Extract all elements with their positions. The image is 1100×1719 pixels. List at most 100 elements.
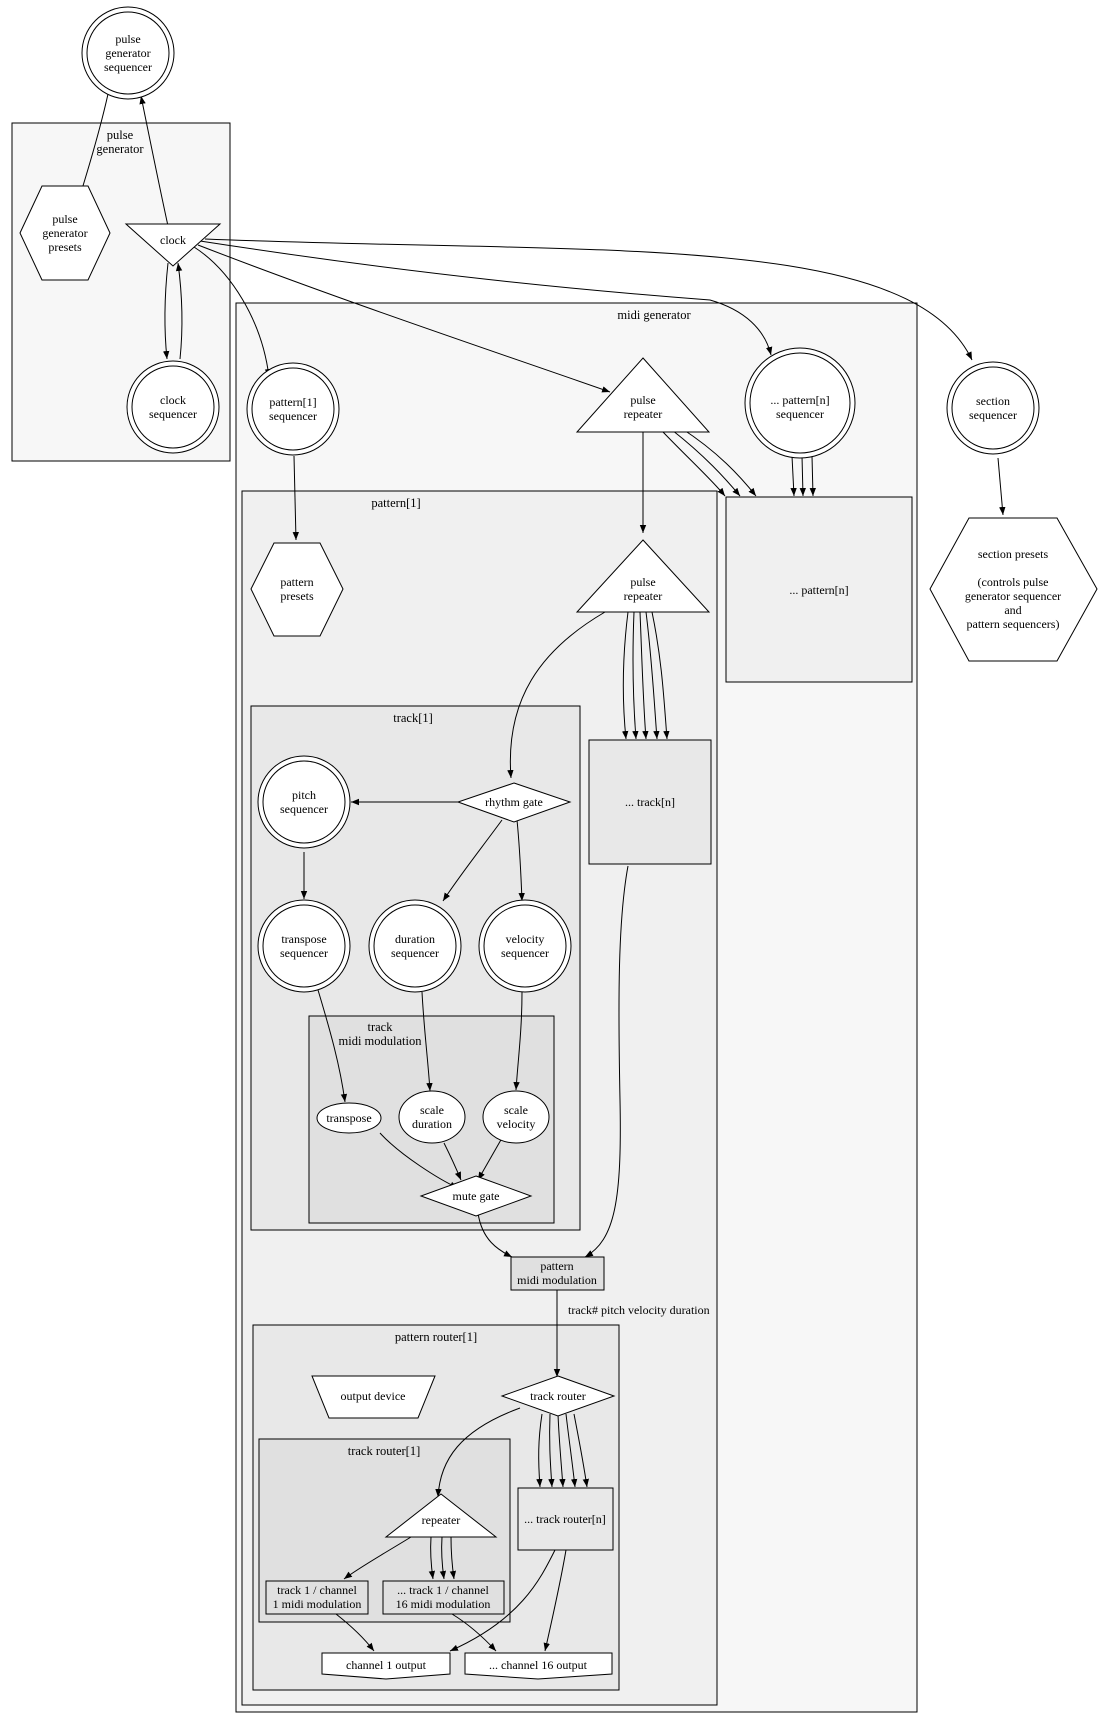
node-label-clock: clock	[160, 233, 186, 247]
cluster-label-track-router-1: track router[1]	[348, 1444, 421, 1458]
edge-channel16mod-to-channel16output	[451, 1613, 497, 1652]
edge-pattern1seq-to-patternpresets	[292, 455, 300, 541]
node-label-channel-16-output: ... channel 16 output	[489, 1658, 588, 1672]
edge-clock-to-pgseq	[139, 95, 169, 227]
node-label-pattern-n: ... pattern[n]	[789, 583, 848, 597]
edge-transposeseq-to-transpose	[317, 989, 348, 1103]
edge-inner-to-trackn-2	[632, 611, 639, 740]
edge-trackrouter-to-trackroutern-5	[573, 1413, 589, 1488]
edge-label-track-pitch-velocity-duration: track# pitch velocity duration	[568, 1303, 710, 1317]
edge-patternnseq-to-patternn-1	[790, 455, 797, 497]
edge-inner-to-trackn-5	[651, 611, 670, 740]
edge-repeater-to-channel16mod-3	[449, 1536, 457, 1580]
node-channel-1-output[interactable]: channel 1 output	[321, 1652, 451, 1680]
edge-clockseq-to-clock	[175, 262, 183, 360]
edge-clock-to-clockseq	[162, 262, 170, 360]
node-track-router[interactable]: track router	[500, 1375, 616, 1417]
node-transpose[interactable]: transpose	[316, 1102, 382, 1134]
edge-rhythmgate-to-durationseq	[442, 819, 503, 902]
edge-trackroutern-to-channel16output	[543, 1549, 567, 1652]
node-track-n[interactable]: ... track[n]	[588, 739, 712, 865]
edge-channel1mod-to-channel1output	[335, 1613, 375, 1652]
node-mute-gate[interactable]: mute gate	[419, 1175, 533, 1217]
node-pattern-n[interactable]: ... pattern[n]	[725, 496, 913, 683]
node-repeater[interactable]: repeater	[384, 1493, 498, 1538]
edge-repeater-to-channel16mod-1	[428, 1536, 436, 1580]
edge-patternnseq-to-patternn-3	[809, 455, 816, 497]
edge-clock-to-sectionseq	[204, 238, 973, 361]
edge-trackrouter-to-trackroutern-4	[565, 1413, 578, 1488]
edge-trackrouter-to-repeater	[435, 1407, 521, 1498]
node-channel-16-output[interactable]: ... channel 16 output	[464, 1652, 613, 1680]
node-label-channel-1-output: channel 1 output	[346, 1658, 427, 1672]
node-output-device[interactable]: output device	[311, 1375, 436, 1419]
node-label-transpose: transpose	[326, 1111, 371, 1125]
node-label-repeater: repeater	[422, 1513, 461, 1527]
edge-repeater-to-channel1mod	[343, 1536, 412, 1580]
node-track-router-n[interactable]: ... track router[n]	[517, 1487, 614, 1551]
edge-inner-to-trackn-3	[639, 611, 649, 740]
edge-durationseq-to-scaleduration	[421, 991, 433, 1092]
edge-clock-to-pulserepeater	[197, 244, 611, 393]
node-rhythm-gate[interactable]: rhythm gate	[456, 782, 572, 823]
edge-clock-to-pattern1seq	[193, 246, 272, 378]
edge-inner-to-rhythmgate	[507, 611, 606, 779]
edge-trackrouter-to-trackroutern-2	[548, 1413, 555, 1488]
node-label-pattern-n-sequencer: ... pattern[n]sequencer	[770, 393, 829, 421]
edge-scaleduration-to-mutegate	[443, 1142, 462, 1181]
edge-sectionseq-to-presets	[997, 457, 1006, 516]
edge-mutegate-to-patternmidimod	[477, 1212, 513, 1258]
node-label-rhythm-gate: rhythm gate	[485, 795, 543, 809]
cluster-label-pattern-1: pattern[1]	[371, 496, 420, 510]
edge-clock-to-patternnseq	[199, 240, 773, 356]
cluster-label-pattern-router-1: pattern router[1]	[395, 1330, 477, 1344]
edge-pulserepeater-to-patternn-1	[662, 431, 726, 497]
node-label-pattern-1-sequencer: pattern[1]sequencer	[269, 395, 317, 423]
cluster-label-midi-generator: midi generator	[617, 308, 691, 322]
edge-patternnseq-to-patternn-2	[799, 455, 806, 497]
node-clock[interactable]: clock	[124, 223, 222, 267]
edge-velocityseq-to-scalevelocity	[513, 991, 523, 1091]
edge-pulserepeater-to-patternn-2	[671, 429, 741, 497]
node-pattern-n-sequencer[interactable]: ... pattern[n]sequencer	[744, 347, 856, 459]
edge-inner-to-trackn-4	[645, 611, 660, 740]
node-pattern-1-sequencer[interactable]: pattern[1]sequencer	[246, 362, 340, 456]
cluster-label-track-1: track[1]	[393, 711, 433, 725]
node-label-track-n: ... track[n]	[625, 795, 675, 809]
edge-inner-to-trackn-1	[622, 611, 629, 740]
